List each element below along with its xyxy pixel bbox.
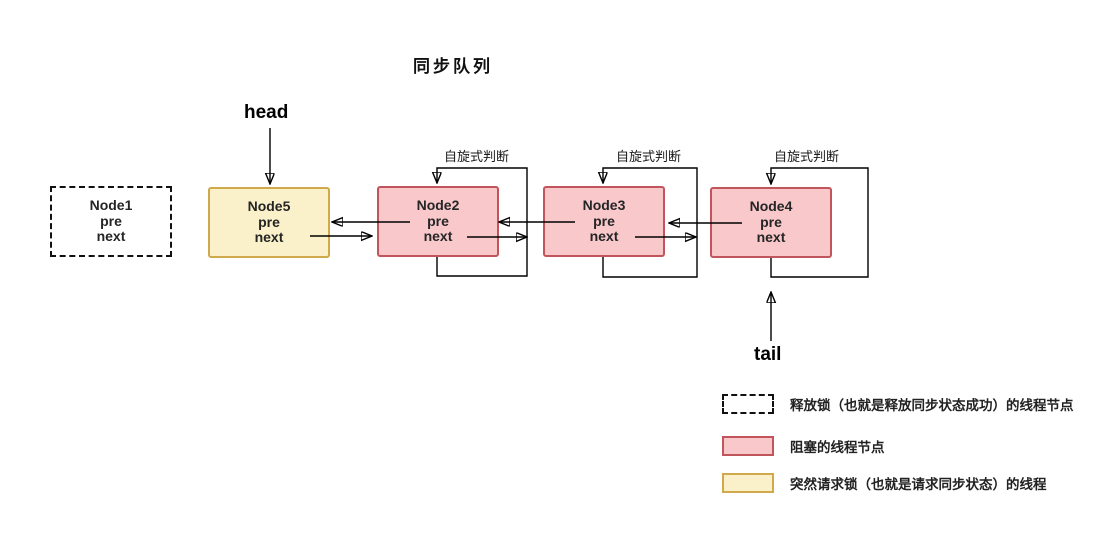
node1-pre-field: pre: [100, 212, 122, 229]
node5-label: Node5: [247, 198, 291, 215]
blocked-node-swatch: [722, 436, 774, 456]
legend-row-blocked: 阻塞的线程节点: [722, 436, 885, 456]
node4-pre-field: pre: [760, 213, 782, 230]
legend-row-requesting: 突然请求锁（也就是请求同步状态）的线程: [722, 473, 1047, 493]
node1-next-field: next: [96, 228, 126, 245]
legend-text-blocked: 阻塞的线程节点: [790, 440, 885, 455]
node4-next-field: next: [756, 229, 786, 246]
node4-label: Node4: [749, 198, 793, 215]
legend-text-requesting: 突然请求锁（也就是请求同步状态）的线程: [790, 477, 1047, 492]
node4-spin-check-label: 自旋式判断: [774, 149, 840, 164]
node4-blocked-node: Node4 pre next: [710, 187, 832, 258]
node3-spin-check-label: 自旋式判断: [616, 149, 682, 164]
legend-text-released: 释放锁（也就是释放同步状态成功）的线程节点: [790, 398, 1074, 413]
node2-blocked-node: Node2 pre next: [377, 186, 499, 257]
node3-label: Node3: [582, 197, 626, 214]
node2-pre-field: pre: [427, 212, 449, 229]
legend-row-released: 释放锁（也就是释放同步状态成功）的线程节点: [722, 394, 1074, 414]
node5-pre-field: pre: [258, 213, 280, 230]
requesting-node-swatch: [722, 473, 774, 493]
node3-pre-field: pre: [593, 212, 615, 229]
node3-next-field: next: [589, 228, 619, 245]
released-node-swatch: [722, 394, 774, 414]
node2-label: Node2: [416, 197, 460, 214]
node2-next-field: next: [423, 228, 453, 245]
node1-label: Node1: [89, 197, 133, 214]
node2-spin-check-label: 自旋式判断: [444, 149, 510, 164]
diagram-title: 同步队列: [413, 57, 493, 76]
tail-pointer-label: tail: [754, 344, 782, 365]
node5-requesting-node: Node5 pre next: [208, 187, 330, 258]
node1-released-node: Node1 pre next: [50, 186, 172, 257]
node3-blocked-node: Node3 pre next: [543, 186, 665, 257]
head-pointer-label: head: [244, 102, 289, 123]
node5-next-field: next: [254, 229, 284, 246]
